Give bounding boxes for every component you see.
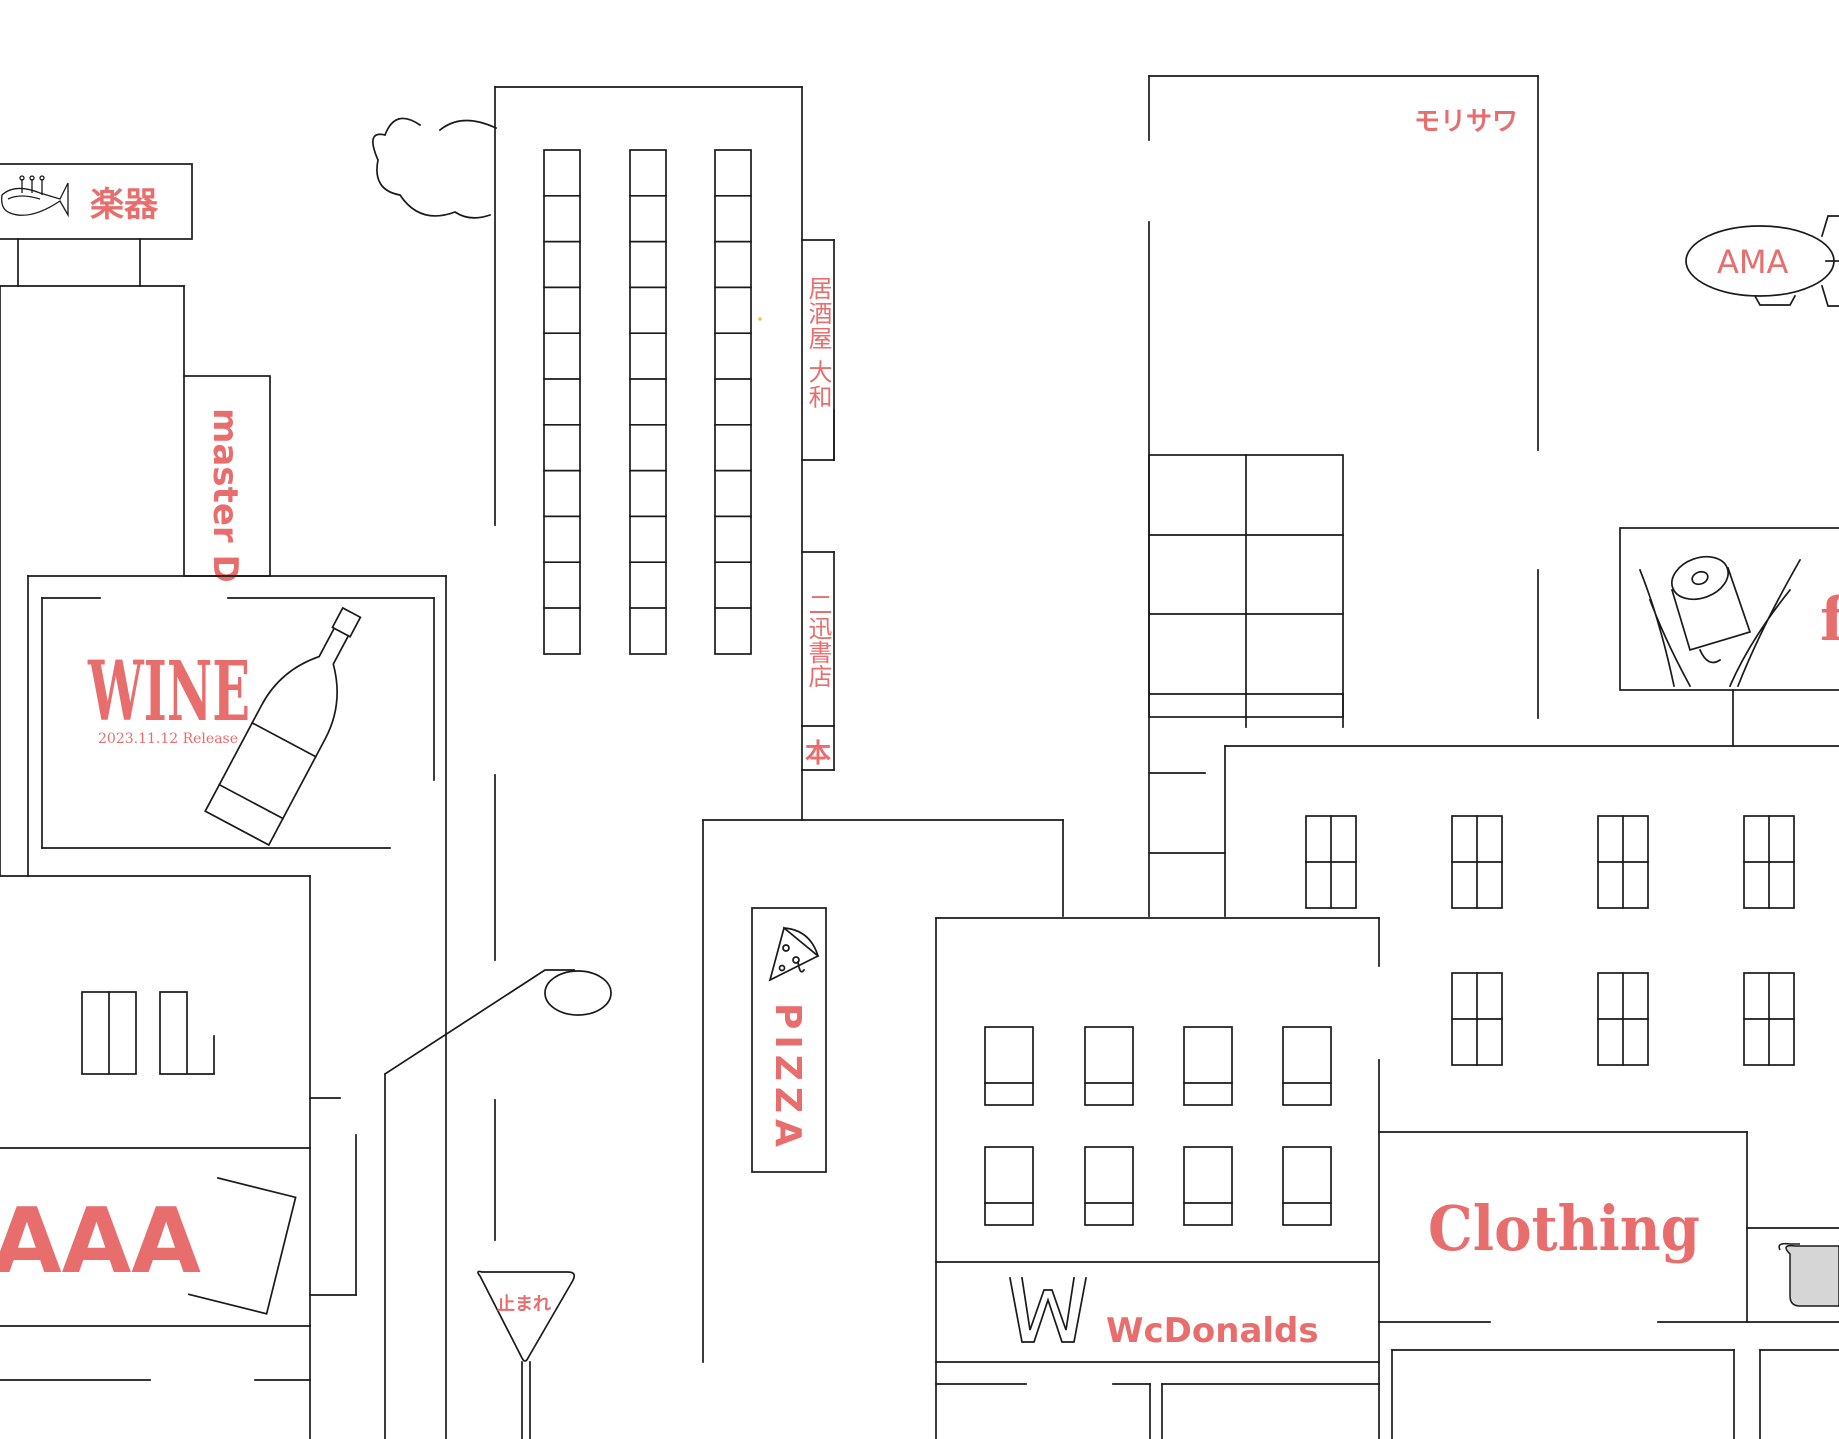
- tower-window-column: [714, 149, 752, 655]
- book-kanji-text: 本: [805, 739, 831, 769]
- stop-sign-icon: [477, 1270, 576, 1439]
- tower-window-column: [543, 149, 581, 655]
- wcdonalds-windows: [984, 1026, 1332, 1226]
- gakki-building: [0, 163, 193, 877]
- window: [1084, 1026, 1134, 1106]
- window: [1282, 1146, 1332, 1226]
- pizza-sign-text: PIZZA: [767, 1003, 808, 1153]
- morisawa-tower: [1148, 75, 1539, 917]
- blimp-sign-text: AMA: [1717, 243, 1789, 281]
- blimp-icon: [1685, 215, 1839, 307]
- pizza-building: [702, 819, 1064, 1363]
- right-mid-building: [1224, 745, 1839, 917]
- morisawa-sign-text: モリサワ: [1414, 107, 1518, 137]
- tower-window-column: [629, 149, 667, 655]
- toilet-paper-icon: [1638, 555, 1802, 688]
- aaa-building: [0, 875, 357, 1439]
- pizza-slice-icon: [768, 926, 820, 982]
- window: [984, 1026, 1034, 1106]
- wcdonalds-sign-text: WcDonalds: [1106, 1311, 1319, 1351]
- wcdonalds-building: [935, 917, 1380, 1439]
- clothing-building: [1378, 1131, 1839, 1439]
- window: [1282, 1026, 1332, 1106]
- right-mid-windows: [1305, 815, 1795, 1066]
- izakaya-sign-text: 居酒屋 大和: [804, 276, 832, 410]
- window: [984, 1146, 1034, 1226]
- window: [1183, 1146, 1233, 1226]
- gakki-sign-text: 楽器: [90, 185, 159, 225]
- tall-tower: [494, 86, 803, 1241]
- wcdonalds-logo-icon: [1009, 1277, 1087, 1343]
- highlight-dot: [758, 317, 762, 321]
- paper-note-icon: [187, 1176, 297, 1315]
- bookstore-sign: [801, 551, 835, 771]
- izakaya-sign: [801, 239, 835, 461]
- billboard-letter: f: [1820, 585, 1839, 655]
- wine-title: WINE: [87, 644, 250, 740]
- right-billboard: [1619, 527, 1839, 747]
- bookstore-sign-text: 二迅書店: [804, 592, 832, 688]
- trumpet-icon: [1, 175, 69, 218]
- window: [1084, 1146, 1134, 1226]
- stop-sign-text: 止まれ: [497, 1293, 551, 1315]
- tower-window-columns: [543, 149, 752, 655]
- wine-release-date: 2023.11.12 Release: [98, 731, 238, 747]
- aaa-sign-text: AAA: [0, 1189, 201, 1294]
- wine-building: [27, 575, 447, 1439]
- street-lamp-icon: [383, 969, 612, 1439]
- wine-bottle-icon: [204, 606, 362, 847]
- master-sign-text: master D: [205, 408, 245, 583]
- bread-icon: [1778, 1242, 1839, 1307]
- clothing-sign-text: Clothing: [1428, 1192, 1700, 1265]
- cloud-icon: [372, 117, 498, 219]
- window: [1183, 1026, 1233, 1106]
